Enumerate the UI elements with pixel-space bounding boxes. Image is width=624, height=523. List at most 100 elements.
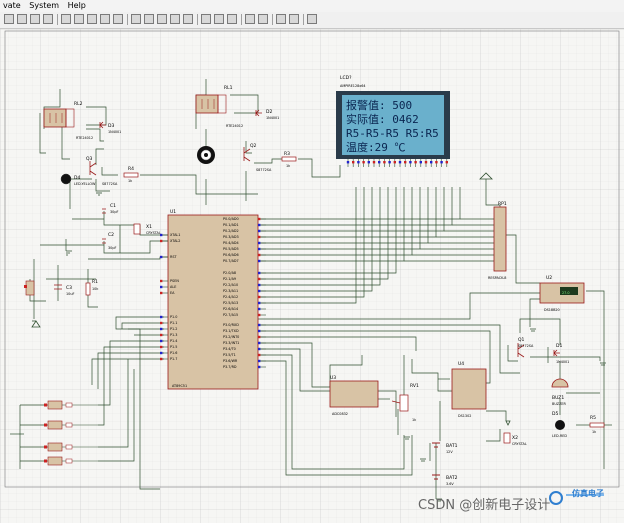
u1-part: AT89C51: [172, 384, 187, 388]
u1-pin-state: [160, 233, 163, 237]
menu-item-system[interactable]: System: [29, 1, 60, 10]
toolbar-button[interactable]: [289, 14, 299, 24]
rtc-u4[interactable]: U4 DS1302: [451, 361, 487, 418]
d3-part: 1N4001: [108, 130, 121, 134]
lcd-display[interactable]: LCD? AMPIRE128x64 报警值: 500 实际值: 0462 R5-…: [336, 75, 450, 167]
lcd-pin-state: [430, 161, 433, 164]
crystal-x2[interactable]: X2 CRYSTAL: [503, 432, 527, 446]
u1-pin-label: P3.7/RD: [223, 365, 237, 369]
lcd-pins: [346, 159, 448, 167]
c1-val: 30pF: [110, 210, 118, 214]
toolbar-button[interactable]: [170, 14, 180, 24]
menu-bar: vate System Help: [0, 0, 624, 12]
u1-pin-label: P1.5: [170, 345, 177, 349]
toolbar-button[interactable]: [245, 14, 255, 24]
menu-item-help[interactable]: Help: [67, 1, 86, 10]
q1-part: S8772SA: [518, 344, 534, 348]
toolbar-button[interactable]: [30, 14, 40, 24]
schematic-svg[interactable]: RL2 RTE24012 D3 1N4001 Q3 S8772SA R4 1k: [0, 29, 624, 523]
lcd-pin-state: [424, 161, 428, 164]
toolbar-button[interactable]: [61, 14, 71, 24]
resistor-r5[interactable]: R5 1k: [589, 415, 605, 434]
q2-label: Q2: [250, 143, 257, 149]
u1-pin-state: [160, 321, 163, 325]
menu-item-template[interactable]: vate: [3, 1, 21, 10]
sensor-u2[interactable]: 27.0 U2 DS18B20: [539, 275, 585, 312]
capacitor-c1[interactable]: C1 30pF: [102, 203, 118, 214]
q2-part: S8772SA: [256, 168, 272, 172]
resistor-r3[interactable]: R3 1k: [281, 151, 297, 168]
toolbar-button[interactable]: [183, 14, 193, 24]
u1-right-pins: P0.0/AD0P0.1/AD1P0.2/AD2P0.3/AD3P0.4/AD4…: [223, 217, 266, 369]
u1-pin-label: RST: [170, 255, 178, 259]
relay-rl2[interactable]: RL2 RTE24012: [43, 101, 93, 140]
push-button[interactable]: [47, 420, 63, 430]
diode-d3[interactable]: D3 1N4001: [99, 121, 121, 134]
button-contact: [65, 458, 73, 464]
mcu-u1[interactable]: U1 AT89C51 XTAL1XTAL2RSTPSENALEEAP1.0P1.…: [160, 209, 266, 390]
r3-label: R3: [284, 151, 290, 157]
transistor-q1[interactable]: Q1 S8772SA: [517, 337, 534, 358]
push-button[interactable]: [47, 456, 63, 466]
potentiometer-rv1[interactable]: RV1 1k: [391, 383, 419, 422]
toolbar-button[interactable]: [17, 14, 27, 24]
buzzer-buz1[interactable]: BUZ1 BUZZER: [551, 378, 569, 406]
resistor-r1[interactable]: R1 10k: [85, 279, 98, 296]
toolbar-button[interactable]: [201, 14, 211, 24]
led-d4[interactable]: D4 LED-YELLOW: [60, 173, 96, 186]
ground-symbols: [31, 172, 606, 502]
toolbar-button[interactable]: [131, 14, 141, 24]
transistor-q2[interactable]: Q2 S8772SA: [243, 143, 272, 172]
toolbar-separator: [241, 14, 242, 25]
diode-d1[interactable]: D1 1N4001: [553, 343, 569, 364]
u1-pin-label: P3.4/T0: [223, 347, 236, 351]
reset-button[interactable]: [24, 280, 35, 296]
toolbar-button[interactable]: [144, 14, 154, 24]
push-button[interactable]: [47, 400, 63, 410]
battery-bat2[interactable]: BAT2 3.6V: [432, 474, 458, 486]
r3-val: 1k: [286, 164, 290, 168]
rl1-part: RTE24012: [226, 124, 243, 128]
crystal-x1[interactable]: X1 CRYSTAL: [133, 223, 161, 235]
toolbar-button[interactable]: [43, 14, 53, 24]
capacitor-c3[interactable]: C3 10uF: [54, 284, 74, 296]
u1-left-pins: XTAL1XTAL2RSTPSENALEEAP1.0P1.1P1.2P1.3P1…: [160, 233, 180, 361]
c1-label: C1: [110, 203, 116, 209]
transistor-q3[interactable]: Q3 S8772SA: [86, 156, 118, 186]
toolbar-button[interactable]: [87, 14, 97, 24]
toolbar-button[interactable]: [113, 14, 123, 24]
toolbar-button[interactable]: [214, 14, 224, 24]
capacitor-c2[interactable]: C2 30pF: [102, 232, 116, 250]
r1-label: R1: [92, 279, 98, 285]
u1-pin-state: [258, 359, 261, 363]
battery-bat1[interactable]: BAT1 12V: [432, 442, 458, 454]
schematic-canvas[interactable]: RL2 RTE24012 D3 1N4001 Q3 S8772SA R4 1k: [0, 29, 624, 523]
u4-part: DS1302: [458, 414, 471, 418]
u1-pin-state: [258, 289, 261, 293]
u1-pin-state: [160, 279, 163, 283]
led-d5[interactable]: D5 LED-RED: [552, 411, 567, 438]
motor[interactable]: [197, 146, 215, 164]
u1-pin-label: XTAL2: [170, 239, 180, 243]
toolbar-button[interactable]: [74, 14, 84, 24]
toolbar-button[interactable]: [258, 14, 268, 24]
diode-d2[interactable]: D2 1N4001: [255, 109, 279, 120]
u1-pin-label: P2.0/A8: [223, 271, 236, 275]
push-button[interactable]: [47, 442, 63, 452]
lcd-pin-state: [404, 161, 407, 164]
u1-pin-label: P2.3/A11: [223, 289, 238, 293]
u1-pin-state: [160, 357, 163, 361]
u4-label: U4: [458, 361, 464, 367]
toolbar-button[interactable]: [157, 14, 167, 24]
resistor-r4[interactable]: R4 1k: [123, 166, 139, 183]
toolbar-button[interactable]: [4, 14, 14, 24]
relay-rl1[interactable]: RL1 RTE24012: [195, 85, 243, 128]
toolbar-button[interactable]: [276, 14, 286, 24]
adc-u3[interactable]: U3 ADC0832: [329, 375, 379, 416]
toolbar-button[interactable]: [227, 14, 237, 24]
u1-pin-label: P0.3/AD3: [223, 235, 239, 239]
rv1-label: RV1: [410, 383, 419, 389]
toolbar-button[interactable]: [307, 14, 317, 24]
respack-rp1[interactable]: RP1 RESPACK-8: [488, 201, 507, 280]
toolbar-button[interactable]: [100, 14, 110, 24]
